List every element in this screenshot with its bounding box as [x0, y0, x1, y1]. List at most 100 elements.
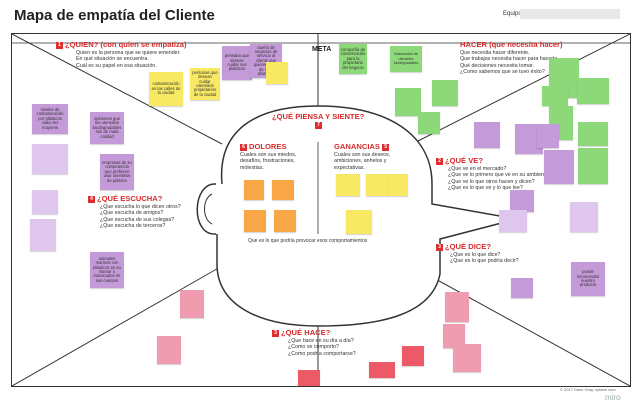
- meta-label: META: [312, 46, 332, 53]
- section-escucha-title: 4¿QUÉ ESCUCHA?: [88, 194, 162, 203]
- description-line: En qué situación se encuentra.: [76, 56, 149, 63]
- sticky-note[interactable]: [395, 88, 421, 116]
- section-number-badge: 6: [240, 143, 247, 151]
- section-ve-description: ¿Que ve en el mercado? ¿Que ve lo primer…: [448, 166, 551, 192]
- description-line: ¿Que escucha de amigos?: [100, 210, 164, 217]
- section-dolores-description: Cuales son sus miedos, desafíos, frustra…: [240, 152, 296, 171]
- sticky-note[interactable]: [366, 174, 388, 196]
- section-quien-title: 1¿QUIEN? (con quien se empatiza): [56, 40, 187, 49]
- section-ve-title: 2¿QUÉ VE?: [436, 156, 483, 165]
- sticky-note[interactable]: [443, 324, 465, 348]
- description-line: Quien es la persona que se quiere entend…: [76, 50, 181, 56]
- sticky-note[interactable]: [32, 190, 58, 214]
- description-line: ¿Que escucha de terceros?: [100, 223, 166, 230]
- description-line: ¿Que ve lo que otros hacen y dicen?: [448, 178, 535, 185]
- sticky-note[interactable]: [544, 150, 574, 184]
- sticky-note[interactable]: [445, 292, 469, 322]
- sticky-note[interactable]: [432, 80, 458, 106]
- copyright: © 2017 Dave Gray, xplane.com: [560, 387, 616, 392]
- sticky-note[interactable]: [346, 210, 372, 234]
- description-line: Cuales son sus miedos,: [240, 152, 297, 158]
- description-line: ambiciones, anhelos y: [334, 158, 387, 165]
- sticky-note[interactable]: [578, 122, 608, 146]
- sticky-note[interactable]: [388, 174, 408, 196]
- section-title-text: ¿QUÉ DICE?: [445, 242, 491, 251]
- section-title-text: ¿QUÉ ESCUCHA?: [97, 194, 163, 203]
- team-label: Equipo: [503, 11, 522, 17]
- section-number-badge: 3: [272, 329, 279, 337]
- sticky-note[interactable]: [266, 62, 288, 84]
- section-piensa-badge: 7: [315, 122, 322, 129]
- sticky-note[interactable]: [511, 278, 533, 298]
- sticky-note[interactable]: opiniones que los utensilios biodegradab…: [90, 112, 124, 144]
- sticky-note[interactable]: contaminación en las calles de la ciudad: [149, 72, 183, 106]
- team-input[interactable]: [520, 9, 620, 19]
- section-hacer-title: HACER (que necesita hacer): [460, 40, 563, 49]
- sticky-note[interactable]: puede recomendar nuestro producto: [571, 262, 605, 296]
- sticky-note[interactable]: pensaba que desean cuidar sus plásticos: [222, 46, 252, 80]
- section-title-text: ¿QUIEN? (con quien se empatiza): [65, 40, 187, 49]
- sticky-note[interactable]: niveles de contaminación por plásticos c…: [32, 104, 68, 134]
- sticky-note[interactable]: [336, 174, 360, 196]
- sticky-note[interactable]: [402, 346, 424, 366]
- sticky-note[interactable]: elaboración de utensilios biodegradables: [390, 46, 422, 72]
- page-title: Mapa de empatía del Cliente: [14, 7, 215, 24]
- sticky-note[interactable]: animales marinos con plásticos en su int…: [90, 252, 124, 288]
- section-ganancias-description: Cuales son sus deseos, ambiciones, anhel…: [334, 152, 390, 171]
- sticky-note[interactable]: [274, 210, 296, 232]
- section-dice-description: ¿Que es lo que dice? ¿Que es lo que podr…: [450, 252, 519, 265]
- description-line: Que trabajos necesita hacer para hacerlo…: [460, 56, 559, 63]
- sticky-note[interactable]: [570, 202, 598, 232]
- sticky-note[interactable]: [537, 124, 559, 148]
- description-line: expectativas.: [334, 164, 365, 171]
- section-number-badge: 1: [56, 41, 63, 49]
- sticky-note[interactable]: [157, 336, 181, 364]
- section-hacer-description: Que necesita hacer diferente. Que trabaj…: [460, 50, 559, 76]
- sticky-note[interactable]: [369, 362, 395, 378]
- sticky-note[interactable]: [418, 112, 440, 134]
- section-title-text: ¿QUÉ HACE?: [281, 328, 331, 337]
- sticky-note[interactable]: [578, 148, 608, 184]
- sticky-note[interactable]: [298, 370, 320, 386]
- sticky-note[interactable]: [32, 144, 68, 174]
- section-ganancias-title: GANANCIAS 5: [334, 142, 391, 151]
- description-line: ¿Como sabemos que se tuvo éxito?: [460, 69, 545, 76]
- description-line: Cuál es su papel en esa situación.: [76, 62, 157, 69]
- section-hace-title: 3¿QUÉ HACE?: [272, 328, 330, 337]
- description-line: ¿Que escucha de sus colegas?: [100, 216, 175, 223]
- sticky-note[interactable]: [272, 180, 294, 200]
- description-line: ¿Que ve lo primero que ve en su ambiente…: [448, 172, 552, 179]
- sticky-note[interactable]: [542, 86, 568, 106]
- sticky-note[interactable]: [244, 210, 266, 232]
- sticky-note[interactable]: [180, 290, 204, 318]
- section-number-badge: 5: [382, 143, 390, 151]
- sticky-note[interactable]: [453, 344, 481, 372]
- description-line: ¿Que es lo que podría decir?: [450, 258, 519, 265]
- description-line: desafíos, frustraciones,: [240, 158, 295, 165]
- description-line: ¿Que es lo que ve y lo que lee?: [448, 185, 523, 192]
- description-line: ¿Que es lo que dice?: [450, 252, 501, 258]
- description-line: ¿Que ve en el mercado?: [448, 166, 507, 172]
- section-piensa-title: ¿QUÉ PIENSA Y SIENTE?: [272, 112, 365, 121]
- section-number-badge: 3: [436, 243, 443, 251]
- description-line: Que necesita hacer diferente.: [460, 50, 530, 56]
- behavior-hint: Que es lo que podría provocar esos compo…: [248, 238, 368, 244]
- sticky-note[interactable]: [474, 122, 500, 148]
- section-title-text: DOLORES: [249, 142, 287, 151]
- sticky-note[interactable]: [244, 180, 264, 200]
- sticky-note[interactable]: [577, 78, 609, 104]
- section-escucha-description: ¿Que escucha lo que dicen otros? ¿Que es…: [100, 204, 181, 230]
- sticky-note[interactable]: [510, 190, 534, 212]
- sticky-note[interactable]: [499, 210, 527, 232]
- sticky-note[interactable]: empresas de su competencia que prefieren…: [100, 154, 134, 190]
- description-line: molestias.: [240, 164, 264, 171]
- section-title-text: GANANCIAS: [334, 142, 380, 151]
- sticky-note[interactable]: [30, 219, 56, 251]
- miro-logo: miro: [605, 393, 621, 402]
- section-number-badge: 4: [88, 195, 95, 203]
- sticky-note[interactable]: compañía de conservación para la propiet…: [339, 44, 367, 74]
- sticky-note[interactable]: personas que desean cuidar utensilios pr…: [190, 68, 220, 100]
- empathy-canvas: META 1¿QUIEN? (con quien se empatiza) Qu…: [11, 33, 631, 387]
